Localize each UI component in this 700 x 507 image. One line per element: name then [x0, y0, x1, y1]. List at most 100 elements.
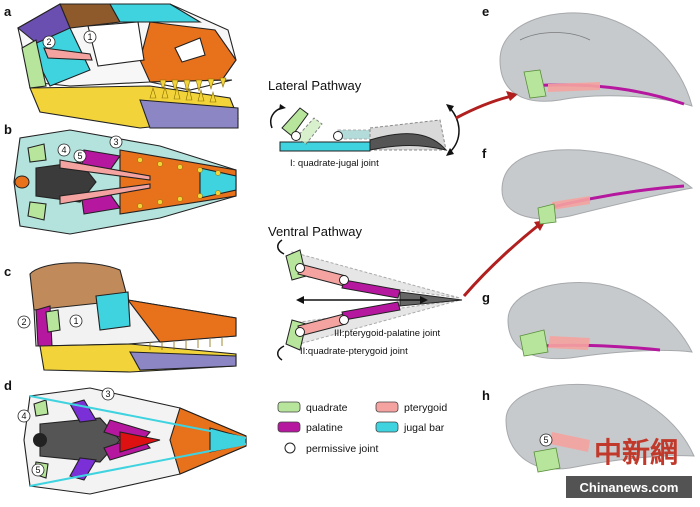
tooth-row-ventral — [137, 157, 221, 209]
legend-swatch-permissive-joint — [284, 442, 296, 454]
panel-b-skull-ventral: 4 5 3 — [13, 129, 237, 235]
panel-e-ct-scan — [499, 12, 693, 107]
translation-arrowhead-right — [420, 296, 428, 304]
palatine-ventral-upper — [341, 279, 401, 299]
postdentary-bone — [139, 99, 239, 129]
joint-marker-5-h — [539, 433, 553, 447]
legend-swatch-jugal-bar — [375, 421, 399, 433]
permissive-joint-ventral-4 — [339, 315, 349, 325]
upper-ghost-arm — [291, 251, 461, 299]
joint-marker-1-c — [69, 314, 83, 328]
joint-marker-1 — [83, 30, 97, 44]
panel-label-c: c — [4, 264, 11, 279]
legend-label-palatine: palatine — [306, 422, 343, 434]
permissive-joint-ventral-1 — [295, 263, 305, 273]
joint-marker-2 — [42, 35, 56, 49]
ventral-joint-label-3: III:pterygoid-palatine joint — [334, 328, 441, 339]
occipital-condyle — [14, 175, 30, 189]
panel-f-ct-scan — [501, 149, 694, 225]
permissive-joint-ventral-2 — [339, 275, 349, 285]
joint-marker-1-c-label: 1 — [73, 316, 78, 326]
pterygoid-bone — [43, 47, 93, 61]
joint-marker-3-d-label: 3 — [105, 389, 110, 399]
watermark-chinese: 中新網 — [594, 436, 678, 469]
quadrate-d-left — [33, 399, 49, 417]
joint-marker-5 — [73, 149, 87, 163]
legend-label-quadrate: quadrate — [306, 402, 348, 414]
legend-label-pterygoid: pterygoid — [404, 402, 447, 414]
legend-swatch-pterygoid — [375, 401, 399, 413]
vomer-d — [119, 431, 161, 453]
legend: quadrate pterygoid palatine jugal bar pe… — [277, 401, 447, 455]
permissive-joint-ventral-3 — [295, 327, 305, 337]
joint-marker-4-label: 4 — [61, 145, 66, 155]
lower-teeth — [149, 85, 217, 103]
joint-marker-4 — [57, 143, 71, 157]
legend-label-jugal-bar: jugal bar — [403, 422, 445, 434]
joint-marker-3 — [109, 135, 123, 149]
rostrum — [126, 299, 237, 343]
panel-d-skull-ventral: 4 5 3 — [17, 387, 247, 495]
pterygoid-right — [59, 183, 151, 205]
ventral-pathway-title: Ventral Pathway — [268, 224, 362, 239]
ventral-to-panel-f-arrow — [462, 222, 541, 297]
quadrate-bone — [21, 39, 47, 89]
watermark: 中新網 Chinanews.com — [566, 436, 692, 498]
beak-ventral-schematic — [399, 291, 463, 307]
lateral-joint-label: I: quadrate-jugal joint — [290, 158, 379, 169]
panel-label-a: a — [4, 4, 12, 19]
jugal-bar-d-right — [29, 443, 247, 487]
quadrate-right — [27, 201, 47, 221]
panel-c-skull-lateral: 1 2 — [17, 262, 237, 373]
lateral-pathway-schematic — [270, 104, 460, 156]
quadrate-left — [27, 143, 47, 163]
palatine-ventral-lower — [341, 301, 401, 321]
quadrate-schematic — [281, 107, 309, 137]
permissive-joint-lateral-2 — [333, 131, 343, 141]
joint-marker-3-label: 3 — [113, 137, 118, 147]
translation-arrowhead-left — [296, 296, 304, 304]
quadrate-lateral-c — [45, 309, 61, 333]
quadrate-swing-arrow-upper — [277, 239, 285, 255]
ventral-pathway-schematic — [277, 239, 463, 361]
antorbital-opening — [174, 37, 206, 63]
panel-label-h: h — [482, 388, 490, 403]
beak-rotation-arrowhead-bottom — [446, 148, 454, 156]
jugal-bar-schematic — [279, 141, 371, 152]
upper-teeth — [159, 77, 227, 93]
joint-marker-2-c — [17, 315, 31, 329]
orbit-opening — [87, 21, 145, 67]
panel-h-ct-scan: 5 — [505, 383, 695, 473]
foramen-magnum — [33, 433, 47, 447]
panel-label-g: g — [482, 290, 490, 305]
legend-swatch-quadrate — [277, 401, 301, 413]
panel-a-skull-lateral: 1 2 — [17, 3, 239, 129]
joint-marker-1-label: 1 — [87, 32, 92, 42]
pterygoid-left — [59, 159, 151, 181]
joint-marker-5-label: 5 — [77, 151, 82, 161]
premaxilla-ventral — [199, 167, 237, 199]
quadrate-rotation-arrow — [270, 107, 283, 129]
watermark-site: Chinanews.com — [580, 480, 679, 495]
lateral-to-panel-e-arrow — [455, 94, 513, 120]
joint-marker-5-d-label: 5 — [35, 465, 40, 475]
legend-swatch-palatine — [277, 421, 301, 433]
joint-marker-2-label: 2 — [46, 37, 51, 47]
panel-g-ct-scan — [507, 282, 693, 360]
lateral-pathway-title: Lateral Pathway — [268, 78, 362, 93]
jugal-bar-d-left — [29, 395, 247, 439]
joint-marker-4-d — [17, 409, 31, 423]
lacrimal-bone — [109, 3, 202, 23]
panel-label-f: f — [482, 146, 487, 161]
ventral-joint-label-2: II:quadrate-pterygoid joint — [300, 346, 408, 357]
lower-ghost-arm — [291, 299, 461, 347]
quadrate-ghost — [295, 117, 323, 145]
quadrate-rotation-arrowhead — [279, 104, 286, 110]
beak-ventral — [169, 407, 247, 475]
beak-rotation-arrowhead-top — [446, 104, 454, 112]
quadrate-swing-arrow-lower — [277, 345, 285, 361]
jugal-lateral-c — [95, 291, 131, 331]
panel-label-d: d — [4, 378, 12, 393]
joint-marker-3-d — [101, 387, 115, 401]
